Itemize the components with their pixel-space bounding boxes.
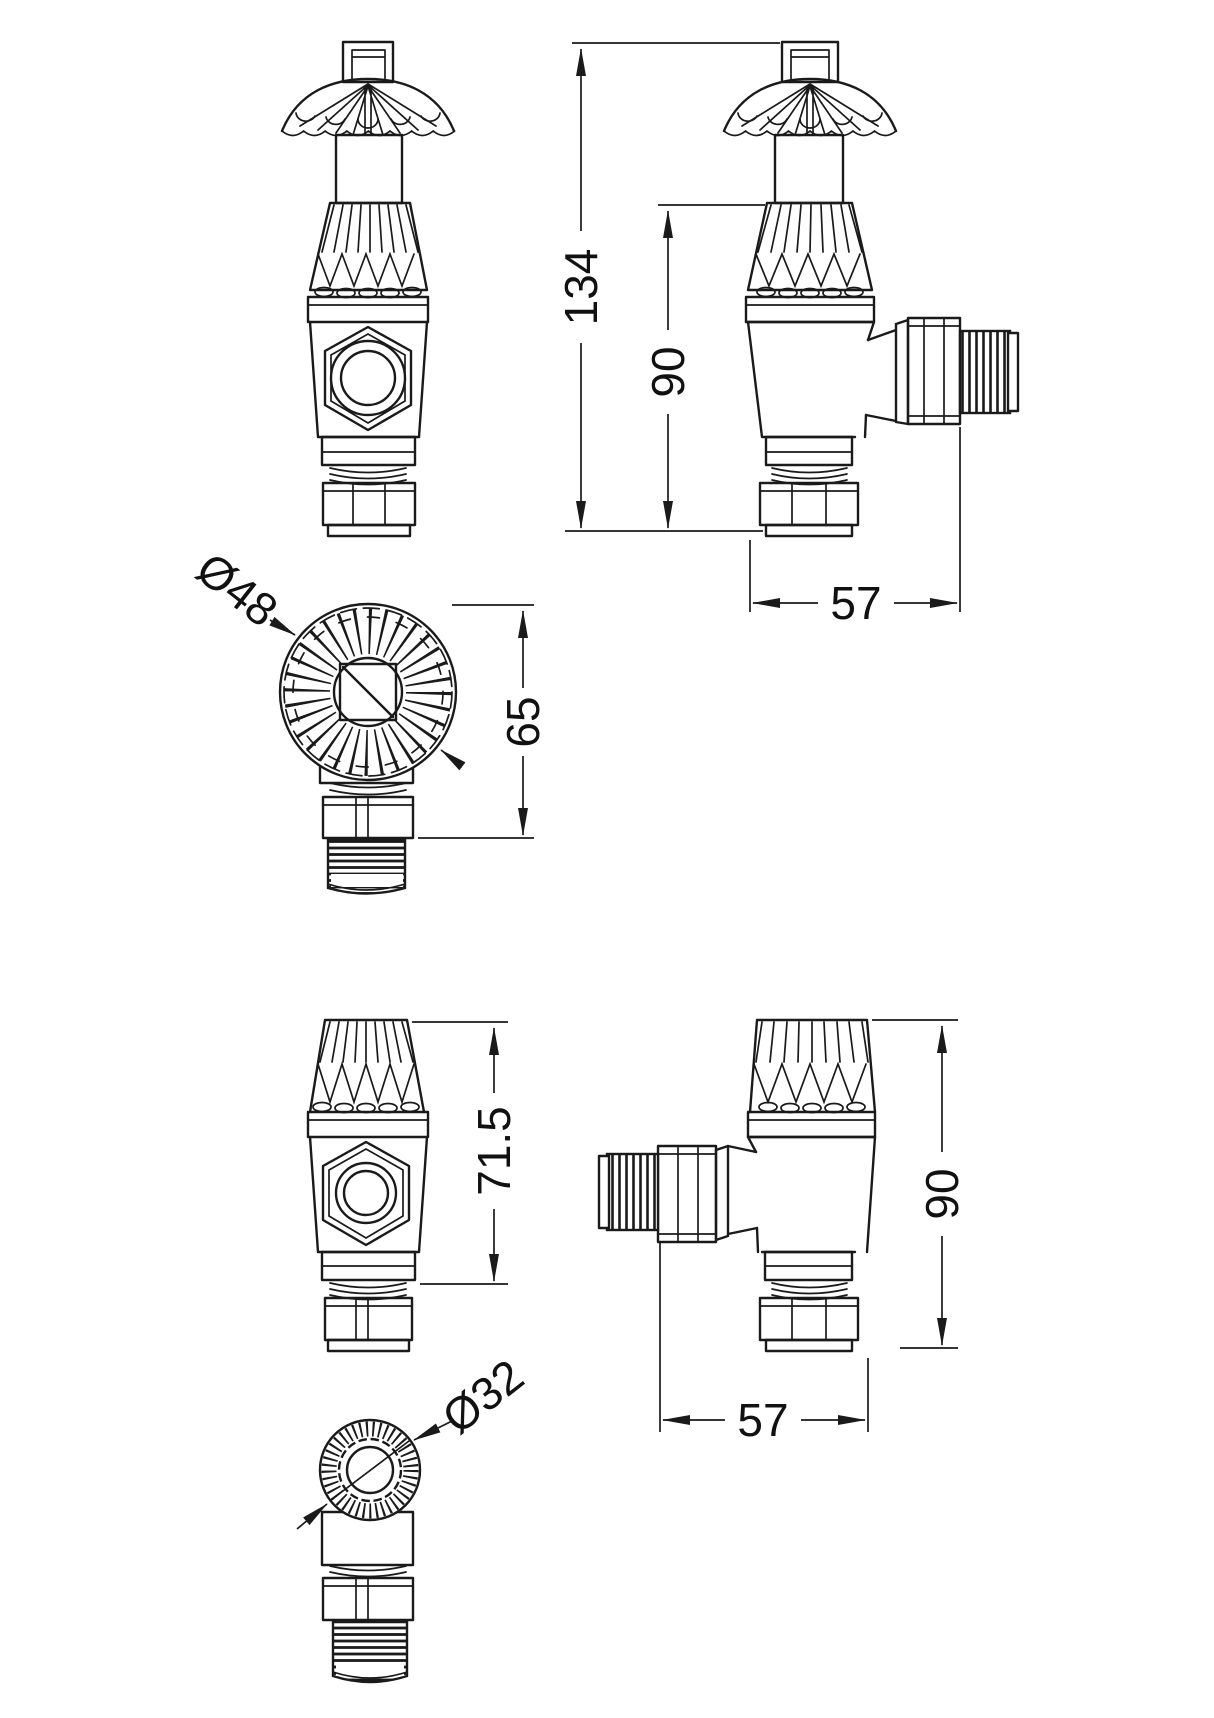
spindle (780, 40, 840, 84)
dimension-label-lockshield-body-height: 90 (916, 1168, 968, 1219)
dimension-label-trv-head-height: 90 (642, 346, 694, 397)
dimension-lockshield-head-height: 71.5 (412, 1021, 520, 1285)
dimension-trv-overall-height: 134 (555, 42, 780, 532)
dimension-label-lockshield-depth: 57 (737, 1394, 788, 1446)
dimension-lockshield-body-height: 90 (872, 1019, 968, 1349)
compression-nut (323, 1296, 414, 1353)
dimension-label-lockshield-cap-diameter: Ø32 (433, 1349, 534, 1444)
collar (306, 1110, 430, 1139)
lockshield-side-view: 90 57 (597, 1018, 968, 1446)
dimension-trv-top-assembly-height: 65 (418, 604, 549, 839)
compression-nut (321, 481, 417, 538)
dimension-label-trv-cap-diameter: Ø48 (187, 542, 288, 637)
bell-cap (722, 77, 898, 137)
dimension-label-trv-overall-height: 134 (555, 249, 607, 326)
fluted-knob (748, 1018, 877, 1114)
dimension-label-trv-depth: 57 (830, 577, 881, 629)
male-thread (597, 1152, 660, 1232)
collar (746, 1110, 877, 1139)
dimension-trv-head-height: 90 (642, 204, 765, 529)
tailpiece (764, 435, 854, 486)
collar (306, 295, 430, 324)
lockshield-front-view: 71.5 (306, 1018, 520, 1353)
dimension-label-lockshield-head-height: 71.5 (468, 1106, 520, 1196)
neck (334, 133, 404, 205)
trv-top-view: Ø48 65 (187, 542, 549, 895)
fluted-knob (746, 201, 874, 299)
tailpiece (763, 1250, 854, 1301)
spindle (341, 40, 395, 84)
union-outlet (597, 1144, 759, 1244)
fluted-knob (308, 1018, 426, 1114)
union-outlet (864, 316, 1020, 426)
tailpiece (320, 1250, 417, 1301)
trv-side-view: 134 90 57 (555, 40, 1020, 629)
tailpiece (320, 1510, 415, 1684)
tailpiece (320, 435, 417, 486)
dimension-trv-depth: 57 (749, 427, 961, 629)
handwheel-top (278, 602, 458, 782)
tailpiece (318, 755, 415, 895)
lockshield-top-view: Ø32 (296, 1349, 534, 1684)
male-thread (958, 329, 1020, 415)
trv-front-view (280, 40, 456, 538)
handwheel-top (318, 1418, 422, 1522)
valve-body (746, 1135, 877, 1254)
fluted-knob (308, 201, 429, 299)
neck (773, 133, 845, 205)
dimension-lockshield-depth: 57 (659, 1243, 869, 1446)
valve-body (308, 1135, 429, 1254)
compression-nut (758, 481, 860, 538)
bell-cap (280, 77, 456, 137)
compression-nut (758, 1296, 860, 1353)
union-nut (656, 1144, 718, 1244)
valve-body (308, 320, 429, 439)
collar (744, 295, 876, 324)
dimension-label-trv-top-assembly-height: 65 (497, 696, 549, 747)
union-nut (906, 316, 962, 426)
valve-body (744, 320, 876, 439)
